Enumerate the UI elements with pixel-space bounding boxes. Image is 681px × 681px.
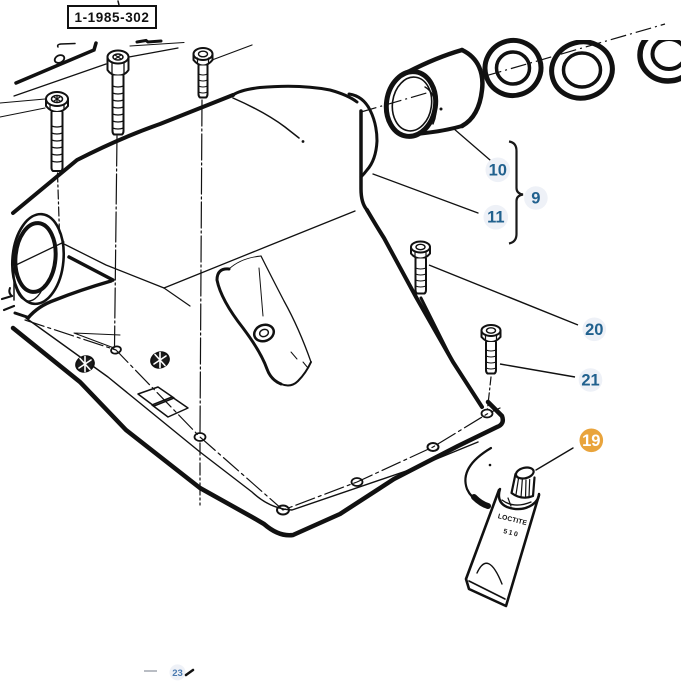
svg-text:19: 19	[582, 432, 600, 450]
svg-text:21: 21	[581, 372, 599, 390]
svg-text:23: 23	[172, 668, 183, 679]
svg-text:9: 9	[531, 190, 540, 208]
svg-text:11: 11	[487, 209, 504, 227]
svg-text:510: 510	[503, 528, 520, 539]
svg-text:1-1985-302: 1-1985-302	[74, 10, 149, 25]
svg-text:20: 20	[585, 321, 603, 339]
svg-text:10: 10	[489, 161, 507, 179]
